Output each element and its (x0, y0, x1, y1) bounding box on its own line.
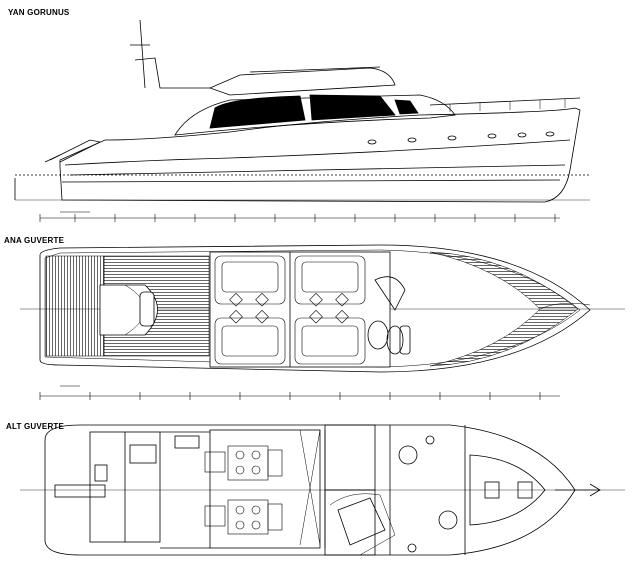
main-deck-hull (39, 244, 591, 373)
salon-sofas (214, 255, 366, 365)
windshield (209, 95, 306, 129)
salon-chairs (229, 292, 349, 324)
bow-pulpit (49, 139, 102, 163)
mast (139, 19, 146, 89)
master-cabin-bed (337, 497, 386, 546)
portholes (367, 131, 555, 145)
lower-deck-title: ALT GUVERTE (6, 422, 65, 431)
station-ticks (39, 211, 560, 222)
side-view (14, 19, 590, 222)
helm-station (374, 276, 406, 311)
side-view-title: YAN GORUNUS (8, 8, 70, 17)
guest-cabin-b (324, 489, 376, 556)
main-deck-title: ANA GUVERTE (4, 236, 65, 245)
bow-anchor (555, 483, 601, 497)
flybridge (208, 67, 396, 96)
vip-cabin (469, 454, 546, 526)
helm-seat (367, 320, 389, 350)
stern-planking (45, 255, 105, 357)
main-deck-scale (39, 385, 560, 400)
head-fwd-stbd (438, 510, 458, 530)
bow-planking (429, 251, 579, 367)
engine-room (209, 429, 321, 549)
main-deck-plan (20, 244, 625, 400)
engines (204, 445, 283, 535)
guest-cabin-a (324, 424, 376, 491)
hull-outline (59, 107, 581, 203)
side-window (309, 94, 396, 121)
superstructure (174, 94, 456, 136)
sheer-line (64, 139, 571, 166)
hull-chine (61, 179, 561, 183)
lower-deck-plan (20, 424, 625, 556)
head-fwd-port (398, 445, 418, 465)
stern-rail (429, 97, 581, 106)
salon (209, 251, 391, 368)
